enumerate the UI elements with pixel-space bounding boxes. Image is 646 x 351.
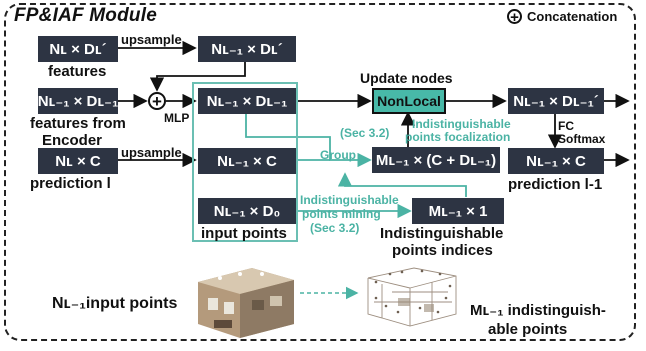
concat-node: + bbox=[148, 92, 166, 110]
features-input-box: Nʟ × Dʟ´ bbox=[38, 36, 118, 62]
upsample-label-1: upsample bbox=[121, 32, 182, 47]
module-frame bbox=[4, 3, 636, 341]
n-input-points-label: Nʟ₋₁input points bbox=[52, 295, 178, 312]
mlp-output-box: Nʟ₋₁ × Dʟ₋₁ bbox=[198, 88, 296, 114]
mlp-label: MLP bbox=[164, 111, 190, 125]
indices-to-group-arrow bbox=[337, 172, 467, 197]
mining-output-box: Mʟ₋₁ × 1 bbox=[412, 198, 504, 224]
prediction-output-box: Nʟ₋₁ × C bbox=[508, 148, 604, 174]
mining-label-2: points mining bbox=[302, 207, 381, 221]
prediction-input-box: Nʟ × C bbox=[38, 148, 118, 174]
indices-label-2: points indices bbox=[392, 242, 493, 259]
input-points-box: Nʟ₋₁ × D₀ bbox=[198, 198, 296, 224]
updated-features-box: Nʟ₋₁ × Dʟ₋₁´ bbox=[508, 88, 604, 114]
module-title: FP&IAF Module bbox=[14, 5, 157, 26]
focalization-label-2: points focalization bbox=[405, 130, 511, 144]
prediction-in-label: prediction l bbox=[30, 175, 111, 192]
fc-label: FC bbox=[558, 119, 574, 133]
input-group-frame bbox=[192, 82, 298, 242]
concatenation-icon: + bbox=[507, 9, 522, 25]
sec-focal-label: (Sec 3.2) bbox=[340, 126, 390, 140]
input-point-cloud-image bbox=[198, 268, 294, 338]
encoder-label-2: Encoder bbox=[42, 132, 103, 149]
features-label: features bbox=[48, 63, 107, 80]
group-label: Group bbox=[320, 148, 356, 162]
input-points-label: input points bbox=[201, 225, 287, 242]
mining-label-1: Indistinguishable bbox=[300, 193, 399, 207]
group-lines bbox=[245, 113, 372, 168]
upsampled-features-to-concat bbox=[149, 62, 246, 92]
nonlocal-box: NonLocal bbox=[372, 88, 446, 114]
concatenation-legend-label: Concatenation bbox=[527, 9, 618, 24]
m-points-label-1: Mʟ₋₁ indistinguish- bbox=[470, 302, 606, 319]
group-output-box: Mʟ₋₁ × (C + Dʟ₋₁) bbox=[372, 147, 500, 173]
m-points-label-2: able points bbox=[488, 321, 568, 338]
indices-label-1: Indistinguishable bbox=[380, 225, 504, 242]
softmax-label: Softmax bbox=[558, 132, 606, 146]
prediction-upsampled-box: Nʟ₋₁ × C bbox=[198, 148, 296, 174]
prediction-out-label: prediction l-1 bbox=[508, 176, 603, 193]
upsample-label-2: upsample bbox=[121, 145, 182, 160]
encoder-label-1: features from bbox=[30, 115, 126, 132]
focalization-label-1: Indistinguishable bbox=[412, 117, 511, 131]
update-nodes-label: Update nodes bbox=[360, 70, 453, 86]
indistinguishable-point-cloud-image bbox=[367, 267, 457, 327]
sec-mining-label: (Sec 3.2) bbox=[310, 221, 360, 235]
encoder-features-box: Nʟ₋₁ × Dʟ₋₁ bbox=[38, 88, 118, 114]
concatenation-legend: + Concatenation bbox=[507, 9, 618, 25]
features-upsampled-box: Nʟ₋₁ × Dʟ´ bbox=[198, 36, 296, 62]
